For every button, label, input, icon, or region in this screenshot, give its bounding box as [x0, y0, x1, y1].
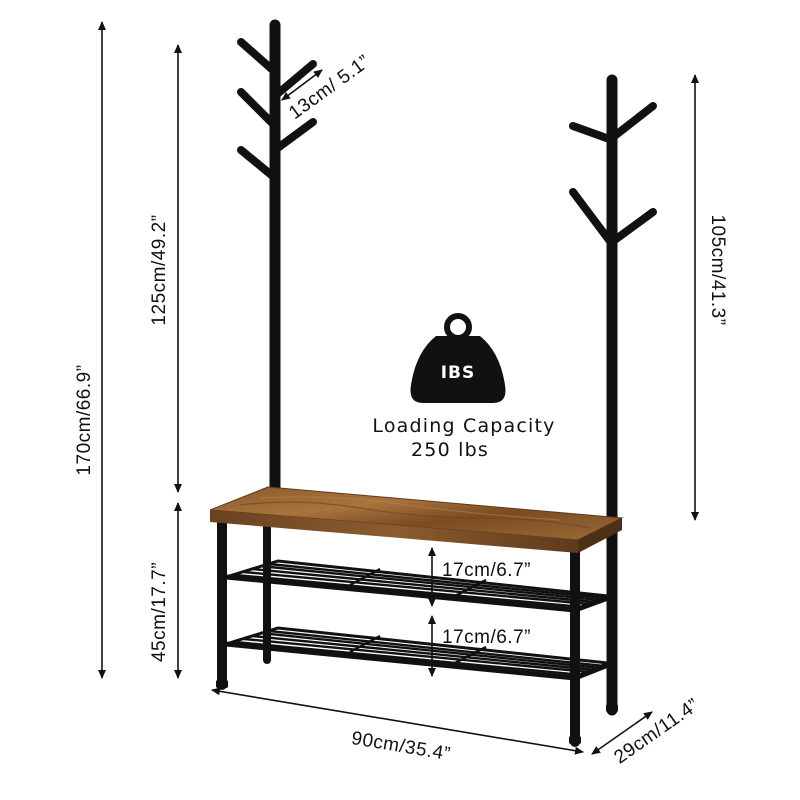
weight-badge-label: IBS	[441, 363, 476, 383]
hook-length-line	[281, 69, 323, 101]
bench-height-label: 45cm/17.7”	[149, 562, 170, 662]
dimension-lines	[98, 21, 699, 755]
total-height-label: 170cm/66.9”	[74, 364, 95, 475]
right-hook	[569, 188, 616, 248]
lower-shoe-shelf	[225, 626, 614, 681]
seat-front-edge	[210, 510, 578, 553]
right-hook	[569, 122, 616, 144]
shelf-gap-upper-label: 17cm/6.7”	[442, 560, 531, 581]
seat-side-edge	[578, 518, 622, 553]
upper-shoe-shelf	[225, 559, 614, 613]
left-hook	[237, 146, 279, 182]
kettlebell-weight-icon	[410, 313, 506, 403]
capacity-value: 250 lbs	[411, 439, 489, 461]
wooden-bench-seat	[209, 486, 624, 553]
upper-shelf-wires	[234, 562, 605, 609]
left-tree-height-label: 125cm/49.2”	[149, 214, 170, 325]
left-coat-tree	[237, 19, 317, 496]
left-hook	[271, 118, 317, 154]
shelf-gap-lower-label: 17cm/6.7”	[442, 627, 531, 648]
left-hook	[271, 60, 317, 100]
lower-shelf-wires	[234, 629, 605, 677]
right-hook	[608, 102, 657, 142]
depth-line	[591, 711, 653, 755]
leg-feet	[216, 680, 618, 744]
width-line	[211, 687, 584, 755]
right-hook	[608, 208, 657, 246]
right-tree-height-label: 105cm/41.3”	[707, 214, 728, 325]
capacity-title: Loading Capacity	[372, 415, 555, 437]
right-coat-tree	[569, 74, 657, 716]
left-hook	[237, 88, 279, 130]
width-label: 90cm/35.4”	[350, 728, 452, 765]
left-hook	[237, 38, 279, 76]
